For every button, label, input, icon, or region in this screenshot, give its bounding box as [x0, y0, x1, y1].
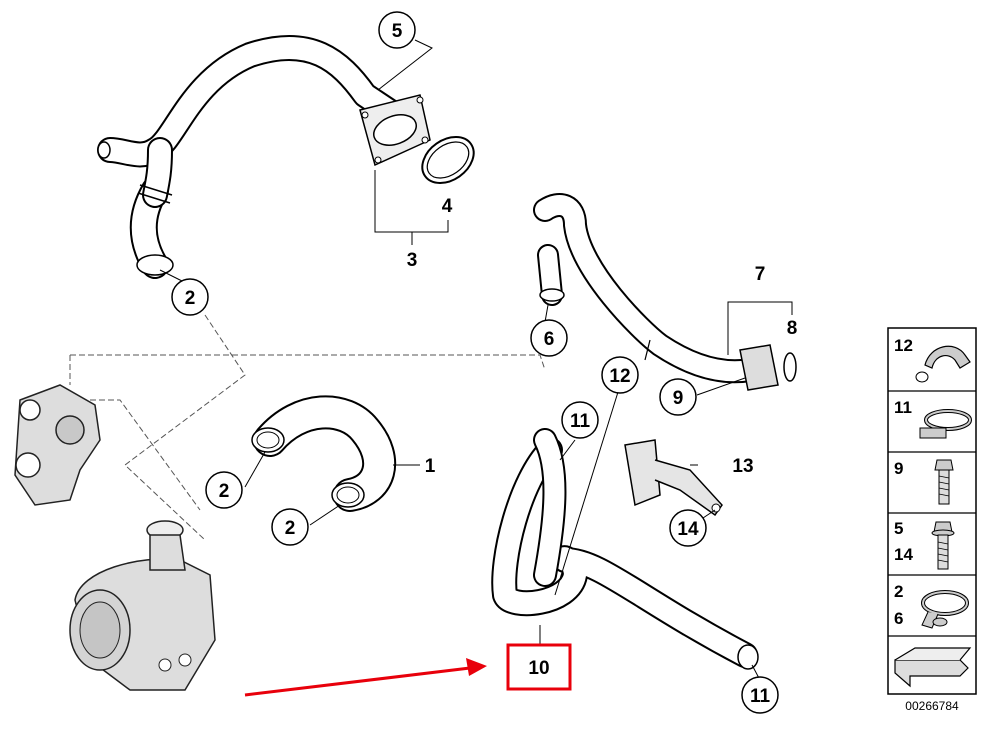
callout-2-top: 2: [171, 278, 209, 316]
svg-text:12: 12: [894, 336, 913, 355]
svg-text:11: 11: [570, 411, 591, 432]
svg-text:2: 2: [894, 582, 903, 601]
svg-text:5: 5: [392, 21, 403, 42]
svg-text:11: 11: [894, 398, 912, 417]
callout-2-mid: 2: [205, 471, 243, 509]
callout-13: 13: [732, 456, 753, 477]
bolt-9-icon: [934, 459, 954, 505]
svg-text:6: 6: [544, 329, 555, 350]
hose-7: [533, 193, 797, 391]
svg-text:10: 10: [528, 658, 549, 679]
connection-lines: [69, 314, 546, 541]
callout-12: 12: [601, 356, 639, 394]
svg-text:9: 9: [894, 459, 903, 478]
svg-text:12: 12: [609, 366, 630, 387]
svg-text:14: 14: [894, 545, 913, 564]
svg-text:7: 7: [755, 264, 766, 285]
callout-5: 5: [378, 11, 416, 49]
callout-11-top: 11: [561, 401, 599, 439]
clamp-12-icon: [915, 345, 971, 383]
callout-2-low: 2: [271, 508, 309, 546]
flange-bolt-icon: [931, 521, 955, 570]
svg-text:4: 4: [442, 196, 453, 217]
flange: [359, 94, 431, 167]
svg-text:13: 13: [732, 456, 753, 477]
callout-7: 7: [755, 264, 766, 285]
hose-clamp-11-icon: [919, 409, 972, 439]
svg-text:2: 2: [285, 518, 296, 539]
gasket: [421, 136, 475, 184]
red-arrow: [244, 658, 487, 697]
spring-clamp-icon: [921, 590, 969, 629]
callout-14: 14: [669, 509, 707, 547]
svg-text:14: 14: [677, 519, 699, 540]
legend-panel: 12 11 9 5 14 2 6: [887, 327, 977, 695]
diagram-id: 00266784: [905, 699, 959, 713]
leader-lines: [159, 39, 793, 681]
hose-10: [491, 428, 759, 670]
water-pump: [69, 520, 216, 691]
hose-1: [251, 395, 397, 512]
thermostat-housing: [14, 384, 101, 506]
callout-6: 6: [530, 319, 568, 357]
svg-text:8: 8: [787, 318, 798, 339]
svg-text:2: 2: [185, 288, 196, 309]
upper-hose: [97, 34, 408, 279]
svg-text:2: 2: [219, 481, 230, 502]
svg-text:9: 9: [673, 388, 684, 409]
svg-text:3: 3: [407, 250, 418, 271]
svg-text:11: 11: [750, 686, 771, 707]
callout-8: 8: [787, 318, 798, 339]
bracket: [624, 439, 723, 517]
svg-text:1: 1: [425, 456, 436, 477]
callout-1: 1: [425, 456, 436, 477]
callout-3: 3: [407, 250, 418, 271]
svg-text:5: 5: [894, 519, 903, 538]
callout-10: 10: [506, 643, 572, 691]
callout-9: 9: [659, 378, 697, 416]
callout-11-bottom: 11: [741, 676, 779, 714]
callout-4: 4: [442, 196, 453, 217]
fold-arrow-icon: [894, 647, 972, 688]
svg-text:6: 6: [894, 609, 903, 628]
